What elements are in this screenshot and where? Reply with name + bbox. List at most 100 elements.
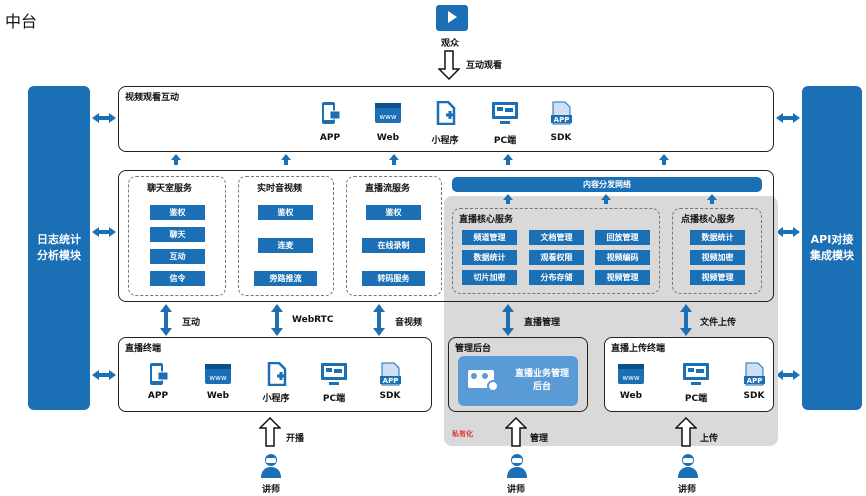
bidirectional-arrow-icon [776,370,800,380]
pc-icon [491,101,519,125]
app-icon [144,362,172,386]
up-hollow-arrow-icon [505,417,527,447]
viewer-title: 视频观看互动 [125,93,180,103]
chat-item: 信令 [150,271,205,286]
pc-icon [320,362,348,386]
live-core-item: 视频编码 [595,250,650,265]
lecturer-icon [505,452,529,478]
chat-item: 互动 [150,249,205,264]
live-core-item: 切片加密 [462,270,517,285]
log-analysis-module: 日志统计分析模块 [28,86,90,410]
actor-action: 开播 [286,434,305,444]
link-label: 文件上传 [700,318,737,328]
actor-label: 讲师 [678,485,697,495]
bidirectional-arrow-icon [776,227,800,237]
vod-core-item: 视频加密 [690,250,745,265]
stream-service-group: 直播流服务 [346,176,442,296]
terminal-item: 小程序 [262,394,290,404]
miniprogram-icon [431,101,459,125]
actor-action: 管理 [530,434,549,444]
rtc-title: 实时音视频 [257,184,303,194]
miniprogram-icon [262,362,290,386]
live-core-group: 直播核心服务 [452,208,660,294]
chat-title: 聊天室服务 [147,184,193,194]
bidirectional-arrow-icon [92,113,116,123]
rtc-service-group: 实时音视频 [238,176,334,296]
vod-core-item: 视频管理 [690,270,745,285]
vod-core-item: 数据统计 [690,230,745,245]
up-hollow-arrow-icon [675,417,697,447]
stream-item: 鉴权 [366,205,421,220]
terminal-item: PC端 [322,394,346,404]
admin-panel[interactable]: 直播业务管理后台 [458,356,578,406]
terminal-item: APP [147,391,169,401]
bidirectional-arrow-icon [92,370,116,380]
app-icon [316,101,344,125]
live-core-item: 数据统计 [462,250,517,265]
viewer-item: PC端 [493,136,517,146]
down-arrow-icon [438,50,460,80]
api-integration-module: API对接集成模块 [802,86,862,410]
terminal-item: Web [206,391,230,401]
vod-core-group: 点播核心服务 [672,208,762,294]
upload-terminal-title: 直播上传终端 [611,344,666,354]
actor-label: 讲师 [507,485,526,495]
admin-title: 管理后台 [455,344,492,354]
sdk-icon [740,362,768,386]
web-icon [374,101,402,125]
actor-action: 上传 [700,434,719,444]
double-arrow-icon [271,304,283,336]
live-core-item: 频道管理 [462,230,517,245]
sdk-icon [547,101,575,125]
live-terminal-box: 直播终端 [118,337,432,412]
bidirectional-arrow-icon [92,227,116,237]
upload-item: SDK [743,391,765,401]
link-label: 互动 [182,318,201,328]
chat-service-group: 聊天室服务 [128,176,226,296]
dashboard-gear-icon [468,370,499,392]
chat-item: 鉴权 [150,205,205,220]
live-core-item: 回放管理 [595,230,650,245]
actor-label: 讲师 [262,485,281,495]
rtc-item: 连麦 [258,238,313,253]
stream-item: 转码服务 [362,271,425,286]
double-arrow-icon [373,304,385,336]
page-title: 中台 [5,12,38,31]
link-label: WebRTC [292,315,334,325]
audience-arrow-label: 互动观看 [466,61,503,71]
private-label: 私有化 [452,430,473,438]
bidirectional-arrow-icon [776,113,800,123]
double-arrow-icon [160,304,172,336]
upload-item: PC端 [684,394,708,404]
viewer-item: APP [319,133,341,143]
lecturer-icon [676,452,700,478]
admin-panel-label: 直播业务管理后台 [514,369,569,392]
audience-label: 观众 [441,39,460,49]
upload-item: Web [619,391,643,401]
web-icon [617,362,645,386]
sdk-icon [376,362,404,386]
rtc-item: 旁路推流 [254,271,317,286]
double-arrow-icon [680,304,692,336]
viewer-item: 小程序 [431,136,459,146]
live-core-item: 视频管理 [595,270,650,285]
chat-item: 聊天 [150,227,205,242]
up-hollow-arrow-icon [259,417,281,447]
pc-icon [682,362,710,386]
link-label: 直播管理 [524,318,561,328]
live-core-item: 观看权限 [529,250,584,265]
viewer-item: Web [376,133,400,143]
vod-core-title: 点播核心服务 [681,215,736,225]
link-label: 音视频 [395,318,423,328]
stream-item: 在线录制 [362,238,425,253]
stream-title: 直播流服务 [365,184,411,194]
viewer-interaction-box: 视频观看互动 [118,86,774,152]
rtc-item: 鉴权 [258,205,313,220]
live-core-title: 直播核心服务 [459,215,514,225]
cdn-bar: 内容分发网络 [452,177,762,192]
web-icon [204,362,232,386]
middle-platform-box [118,170,774,302]
live-terminal-title: 直播终端 [125,344,162,354]
live-core-item: 分布存储 [529,270,584,285]
live-core-item: 文档管理 [529,230,584,245]
